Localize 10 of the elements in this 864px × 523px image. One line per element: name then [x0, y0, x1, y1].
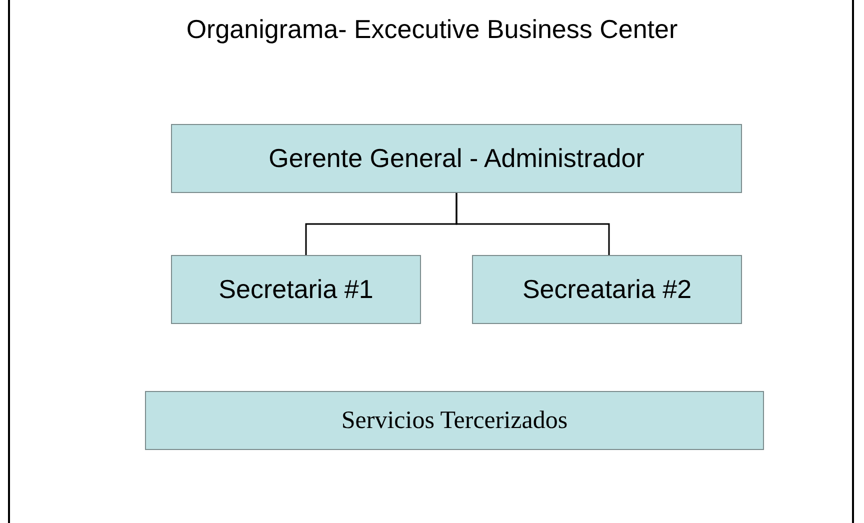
box-label: Secretaria #1	[218, 274, 374, 305]
org-box	[171, 255, 421, 324]
box-label: Servicios Tercerizados	[341, 406, 568, 434]
connector-line	[456, 193, 610, 255]
org-box	[472, 255, 742, 324]
box-label: Secreataria #2	[522, 274, 692, 305]
diagram-title: Organigrama- Excecutive Business Center	[185, 14, 679, 45]
org-box	[145, 391, 764, 450]
org-box	[171, 124, 742, 193]
box-label: Gerente General - Administrador	[268, 143, 644, 174]
